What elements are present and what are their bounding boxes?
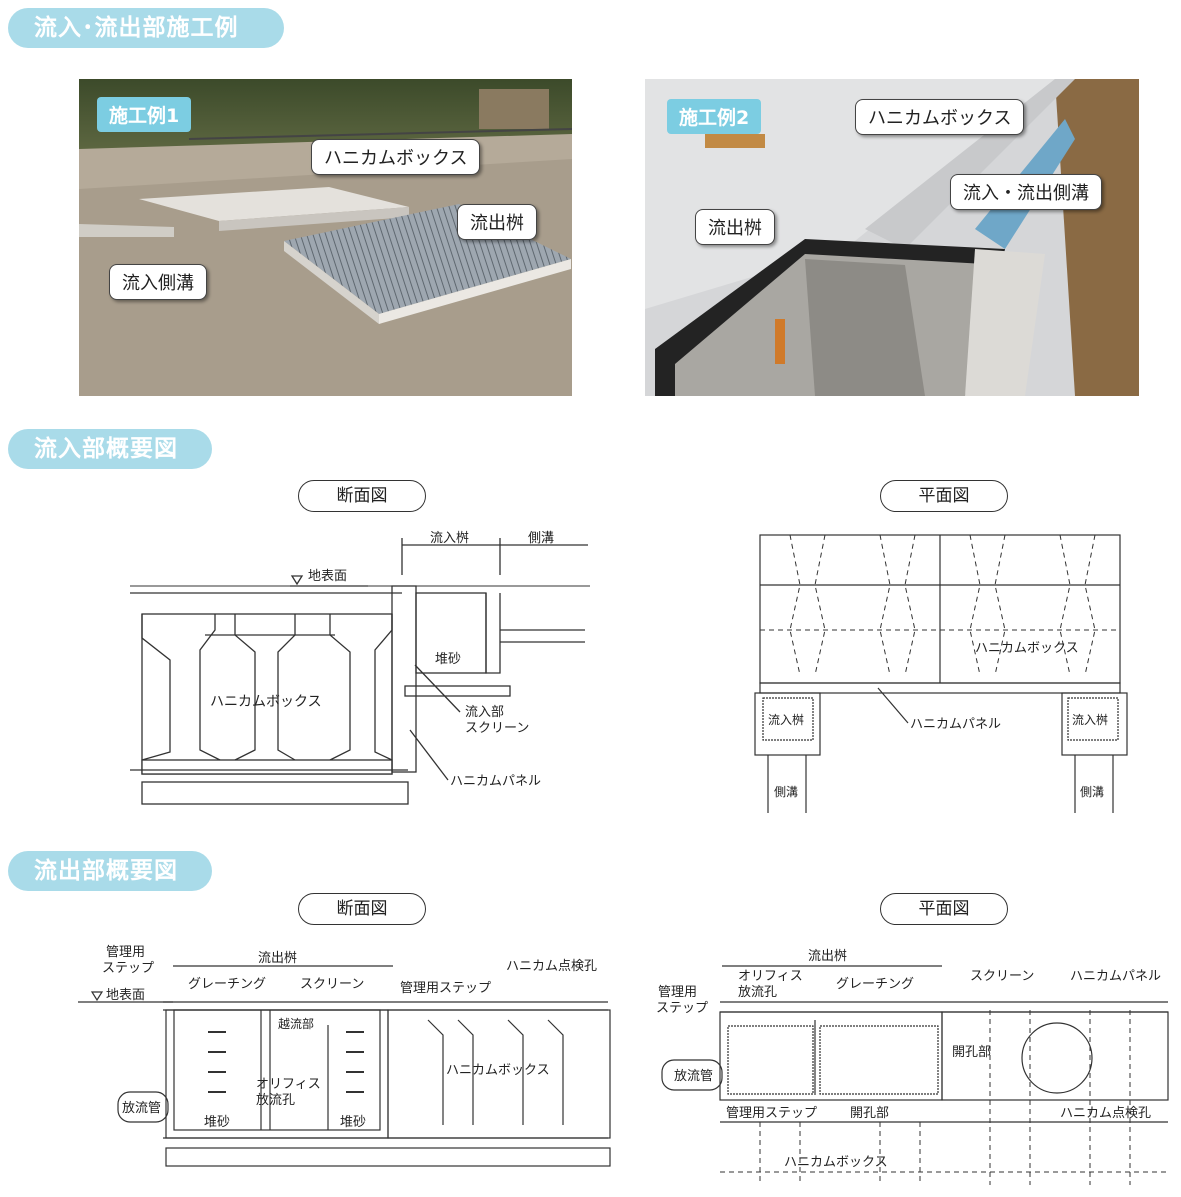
outflow-plan-opening-right: 開孔部 [952,1045,991,1060]
inflow-section-drawing: 流入桝 側溝 地表面 ハニカムボックス 堆砂 流入部 スクリーン ハニカムパネル [130,530,590,805]
outflow-sec-sand-left: 堆砂 [204,1115,230,1130]
photo-1-callout-box: ハニカムボックス [311,139,481,175]
outflow-plan-inspect-label: ハニカム点検孔 [1060,1106,1151,1121]
photo-1-tag: 施工例1 [97,97,192,132]
outflow-sec-pipe-label: 放流管 [122,1101,161,1116]
outflow-sec-inspect-label: ハニカム点検孔 [506,959,597,974]
inflow-section-label: 断面図 [298,480,426,512]
inflow-sec-inlet-label: 流入桝 [430,530,469,546]
photo-1-callout-outlet: 流出桝 [457,204,537,240]
outflow-plan-step-bottom: 管理用ステップ [726,1106,817,1121]
photo-2-tag: 施工例2 [667,99,762,134]
outflow-plan-step-2: ステップ [656,1001,708,1016]
outflow-sec-step-2: ステップ [102,961,154,976]
outflow-sec-ground-label: 地表面 [106,988,145,1003]
outflow-plan-screen-label: スクリーン [970,969,1034,984]
inflow-plan-ditch-right: 側溝 [1080,785,1104,799]
inflow-sec-panel-label: ハニカムパネル [450,774,541,789]
inflow-plan-box-label: ハニカムボックス [975,641,1079,656]
inflow-sec-screen-1: 流入部 [465,705,504,720]
outflow-plan-pipe-label: 放流管 [674,1069,713,1084]
outflow-sec-grating-label: グレーチング [188,977,266,992]
inflow-sec-screen-2: スクリーン [465,721,529,736]
inflow-plan-label: 平面図 [880,480,1008,512]
photo-2-callout-ditch: 流入・流出側溝 [950,174,1102,210]
inflow-sec-sand-label: 堆砂 [435,652,461,667]
outflow-plan-step-1: 管理用 [658,985,697,1000]
outflow-plan-orifice-2: 放流孔 [738,985,777,1000]
section-header-inflow: 流入部概要図 [8,429,212,469]
construction-photo-1: 施工例1 ハニカムボックス 流出桝 流入側溝 [79,79,572,396]
outflow-sec-screen-label: スクリーン [300,977,364,992]
outflow-sec-orifice-1: オリフィス [256,1077,321,1092]
outflow-sec-step-right: 管理用ステップ [400,981,491,996]
outflow-plan-panel-label: ハニカムパネル [1070,969,1161,984]
outflow-plan-orifice-1: オリフィス [738,969,803,984]
photo-2-callout-outlet: 流出桝 [695,209,775,245]
inflow-plan-ditch-left: 側溝 [774,785,798,799]
outflow-plan-label: 平面図 [880,893,1008,925]
section-header-outflow: 流出部概要図 [8,851,212,891]
inflow-sec-ground-label: 地表面 [308,569,347,584]
outflow-plan-opening-bottom: 開孔部 [850,1106,889,1121]
inflow-sec-ditch-label: 側溝 [528,531,554,546]
inflow-plan-panel-label: ハニカムパネル [910,717,1001,732]
outflow-sec-step-1: 管理用 [106,945,145,960]
photo-1-callout-inflow-ditch: 流入側溝 [109,264,207,300]
outflow-section-label: 断面図 [298,893,426,925]
section-header-construction: 流入･流出部施工例 [8,8,284,48]
outflow-sec-box-label: ハニカムボックス [446,1063,550,1078]
outflow-sec-orifice-2: 放流孔 [256,1093,295,1108]
construction-photo-2: 施工例2 ハニカムボックス 流入・流出側溝 流出桝 [645,79,1139,396]
outflow-plan-box-label: ハニカムボックス [784,1155,888,1170]
inflow-plan-drawing: ハニカムボックス 流入桝 流入桝 側溝 側溝 ハニカムパネル [754,534,1128,813]
outflow-sec-overflow-label: 越流部 [278,1016,314,1031]
inflow-plan-inlet-left: 流入桝 [768,712,804,727]
photo-2-callout-box: ハニカムボックス [855,99,1025,135]
outflow-section-drawing: 管理用 ステップ 地表面 流出桝 グレーチング スクリーン 管理用ステップ ハニ… [78,945,611,1167]
inflow-plan-inlet-right: 流入桝 [1072,712,1108,727]
outflow-plan-outlet-label: 流出桝 [808,948,847,964]
inflow-sec-box-label: ハニカムボックス [210,694,322,710]
outflow-plan-grating-label: グレーチング [836,977,914,992]
outflow-plan-drawing: 流出桝 オリフィス 放流孔 グレーチング スクリーン ハニカムパネル 管理用 ス… [656,948,1169,1185]
outflow-sec-outlet-label: 流出桝 [258,950,297,966]
outflow-sec-sand-right: 堆砂 [340,1115,366,1130]
